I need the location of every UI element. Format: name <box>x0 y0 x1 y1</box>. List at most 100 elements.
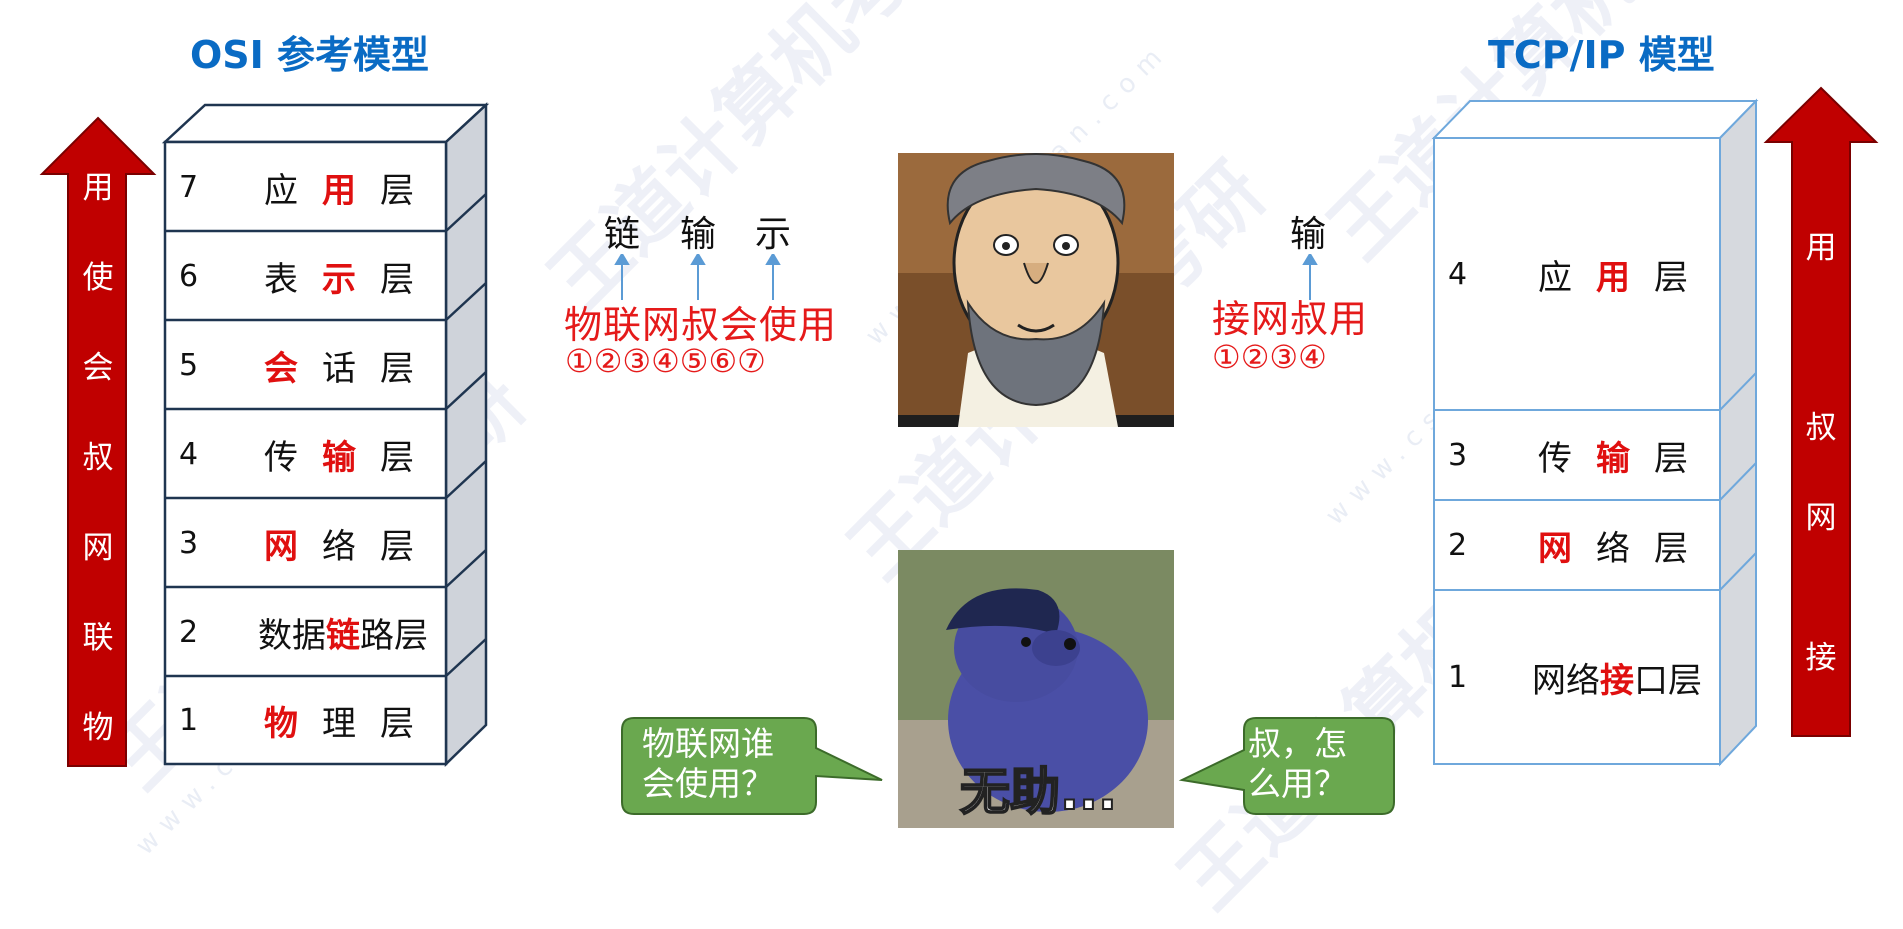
layer-name-part: 层 <box>380 171 428 211</box>
bubble-left-text: 物联网谁 会使用？ <box>642 724 774 803</box>
layer-name: 传输层 <box>1538 431 1702 480</box>
layer-row: 1 物理层 <box>165 677 446 764</box>
layer-row: 6 表示层 <box>165 232 446 321</box>
layer-number: 4 <box>1448 256 1468 292</box>
osi-up-arrow <box>39 116 157 767</box>
layer-number: 2 <box>1448 527 1468 563</box>
mnemonic-osi-arrows <box>614 254 781 300</box>
mnemonic-tcp-top-char: 输 <box>1290 214 1327 255</box>
arrow-char: 会 <box>82 350 114 386</box>
mnemonic-tcp-numbers: ①②③④ <box>1212 338 1327 376</box>
layer-row: 4 应用层 <box>1434 138 1720 410</box>
layer-name: 表示层 <box>264 252 428 301</box>
arrow-char: 物 <box>82 710 114 746</box>
tcpip-stack-box <box>1431 98 1759 767</box>
arrow-char: 网 <box>82 530 114 566</box>
layer-name: 应用层 <box>1538 250 1702 299</box>
layer-name: 网络接口层 <box>1532 653 1702 702</box>
layer-name-part: 层 <box>380 527 428 567</box>
layer-row: 3 传输层 <box>1434 410 1720 500</box>
layer-name-part: 传 <box>264 438 312 478</box>
mnemonic-osi-numbers: ①②③④⑤⑥⑦ <box>565 342 766 380</box>
layer-name: 会话层 <box>264 341 428 390</box>
layer-name-keyword: 网 <box>264 527 312 567</box>
layer-row: 2 数据链路层 <box>165 588 446 677</box>
arrow-char: 用 <box>1805 230 1837 266</box>
layer-name-part: 层 <box>380 349 428 389</box>
mnemonic-osi-top-char: 输 <box>680 214 717 255</box>
layer-name-part: 口层 <box>1634 660 1702 701</box>
mnemonic-tcp-arrow <box>1302 254 1318 300</box>
arrow-char: 联 <box>82 620 114 656</box>
arrow-char: 使 <box>82 260 114 296</box>
mnemonic-tcp-phrase: 接网叔用 <box>1212 297 1369 341</box>
layer-name: 数据链路层 <box>258 608 428 657</box>
layer-name-part: 层 <box>1654 257 1702 298</box>
meme-caption: 无助... <box>959 762 1118 822</box>
tcpip-title: TCP/IP 模型 <box>1488 33 1715 77</box>
layer-number: 1 <box>179 703 199 738</box>
layer-number: 3 <box>179 526 199 561</box>
layer-name-keyword: 输 <box>322 438 370 478</box>
layer-name-keyword: 物 <box>264 704 312 744</box>
layer-name: 应用层 <box>264 163 428 212</box>
layer-name-part: 层 <box>380 704 428 744</box>
layer-name-part: 层 <box>380 260 428 300</box>
mnemonic-osi-top-char: 示 <box>755 214 792 255</box>
layer-number: 1 <box>1448 659 1468 695</box>
arrow-char: 叔 <box>1805 410 1837 446</box>
layer-name-part: 话 <box>322 349 370 389</box>
layer-row: 5 会话层 <box>165 321 446 410</box>
layer-name-part: 络 <box>322 527 370 567</box>
layer-name-keyword: 链 <box>326 616 360 656</box>
layer-name-part: 数据 <box>258 616 326 656</box>
layer-row: 4 传输层 <box>165 410 446 499</box>
layer-name-part: 网络 <box>1532 660 1600 701</box>
layer-name-keyword: 接 <box>1600 660 1634 701</box>
layer-name-keyword: 会 <box>264 349 312 389</box>
layer-name: 网络层 <box>1538 521 1702 570</box>
layer-row: 7 应用层 <box>165 143 446 232</box>
layer-name-keyword: 用 <box>1596 257 1644 298</box>
layer-number: 6 <box>179 259 199 294</box>
mnemonic-osi-phrase: 物联网叔会使用 <box>564 303 838 347</box>
layer-name-keyword: 输 <box>1596 438 1644 479</box>
layer-number: 7 <box>179 170 199 205</box>
arrow-char: 网 <box>1805 500 1837 536</box>
bubble-right-text: 叔，怎 么用？ <box>1248 724 1347 803</box>
osi-title: OSI 参考模型 <box>190 33 430 77</box>
old-man-cartoon-image <box>898 153 1174 427</box>
osi-stack-box <box>161 102 490 767</box>
arrow-char: 用 <box>82 170 114 206</box>
layer-name-part: 应 <box>1538 257 1586 298</box>
tcpip-up-arrow <box>1763 86 1879 737</box>
layer-name-part: 层 <box>380 438 428 478</box>
layer-name-keyword: 用 <box>322 171 370 211</box>
layer-name-part: 络 <box>1596 528 1644 569</box>
layer-name: 物理层 <box>264 696 428 745</box>
speech-bubble-left <box>621 717 883 815</box>
layer-number: 3 <box>1448 437 1468 473</box>
layer-name-part: 表 <box>264 260 312 300</box>
layer-row: 1 网络接口层 <box>1434 590 1720 764</box>
layer-number: 2 <box>179 615 199 650</box>
layer-number: 5 <box>179 348 199 383</box>
layer-name-keyword: 网 <box>1538 528 1586 569</box>
arrow-char: 叔 <box>82 440 114 476</box>
layer-name-part: 路层 <box>360 616 428 656</box>
layer-name: 传输层 <box>264 430 428 479</box>
layer-name: 网络层 <box>264 519 428 568</box>
layer-name-part: 传 <box>1538 438 1586 479</box>
layer-name-part: 理 <box>322 704 370 744</box>
layer-row: 3 网络层 <box>165 499 446 588</box>
layer-number: 4 <box>179 437 199 472</box>
blue-bear-plush-image <box>898 550 1174 828</box>
layer-row: 2 网络层 <box>1434 500 1720 590</box>
mnemonic-osi-top-char: 链 <box>604 214 641 255</box>
layer-name-keyword: 示 <box>322 260 370 300</box>
layer-name-part: 层 <box>1654 528 1702 569</box>
layer-name-part: 层 <box>1654 438 1702 479</box>
layer-name-part: 应 <box>264 171 312 211</box>
speech-bubble-right <box>1178 717 1395 815</box>
arrow-char: 接 <box>1805 640 1837 676</box>
